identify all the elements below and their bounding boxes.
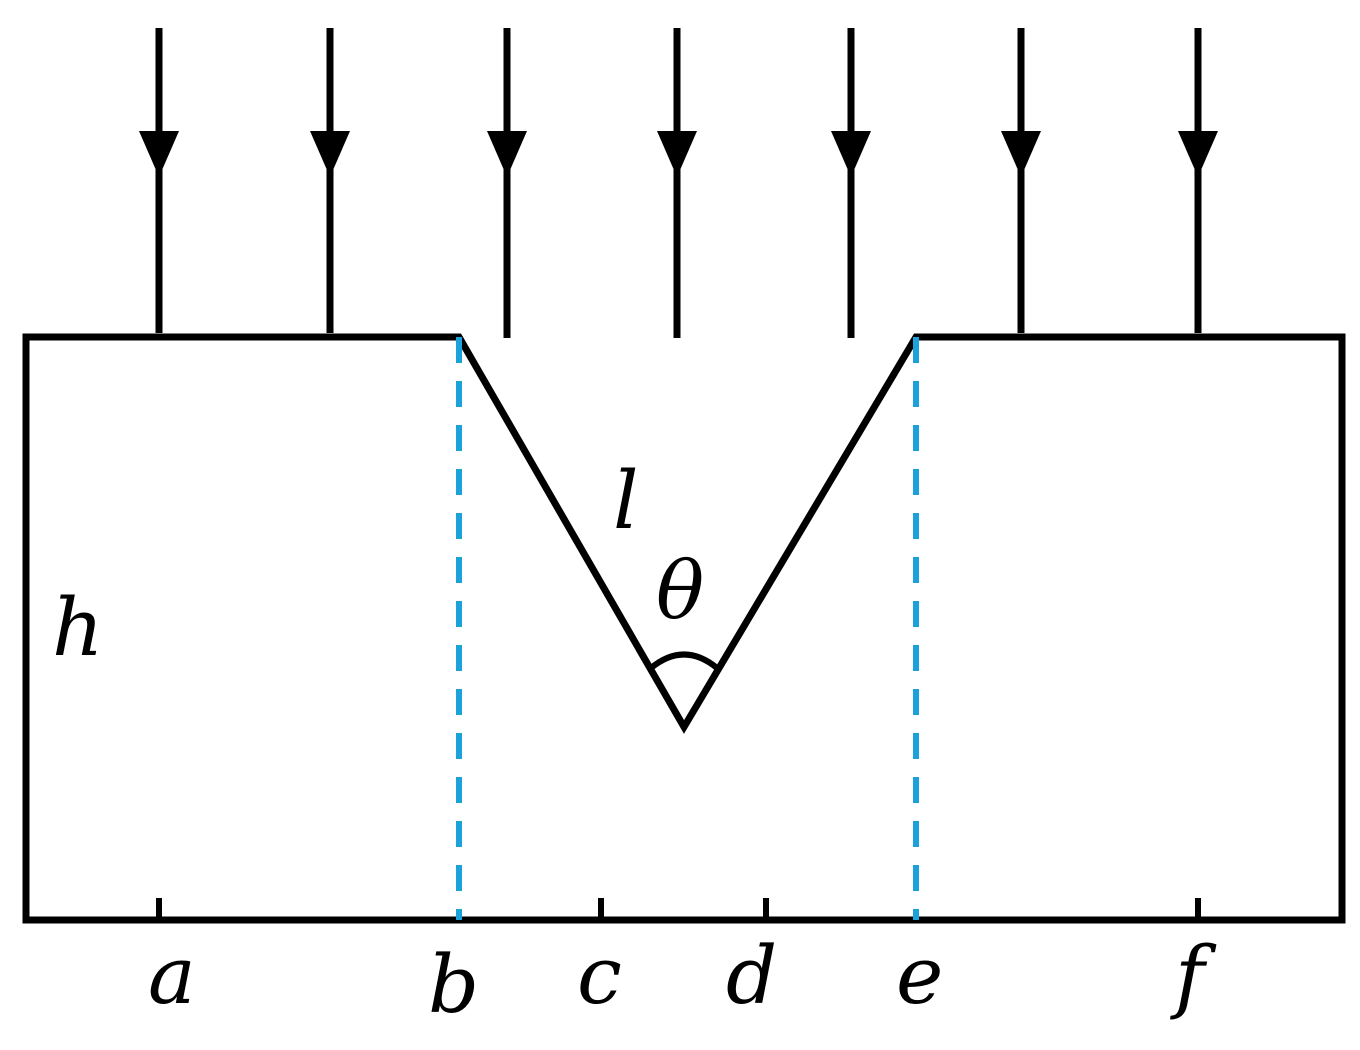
label-h: h xyxy=(52,581,104,674)
label-l: l xyxy=(613,454,639,547)
label-c: c xyxy=(577,929,622,1022)
label-theta: θ xyxy=(656,544,704,637)
theta-angle-arc xyxy=(649,651,719,671)
label-d: d xyxy=(726,929,777,1022)
incident-ray-1 xyxy=(139,28,179,333)
bottom-ticks xyxy=(156,898,1201,920)
incident-rays xyxy=(139,28,1218,338)
incident-ray-4 xyxy=(657,28,697,338)
block-outline xyxy=(22,333,1346,924)
label-e: e xyxy=(896,929,943,1022)
incident-ray-7 xyxy=(1178,28,1218,333)
incident-ray-5 xyxy=(831,28,871,338)
label-a: a xyxy=(148,929,196,1022)
label-f: f xyxy=(1170,929,1217,1022)
incident-ray-2 xyxy=(310,28,350,333)
incident-ray-6 xyxy=(1001,28,1041,333)
incident-ray-3 xyxy=(487,28,527,338)
label-b: b xyxy=(428,938,479,1031)
dashed-guides xyxy=(456,337,919,920)
